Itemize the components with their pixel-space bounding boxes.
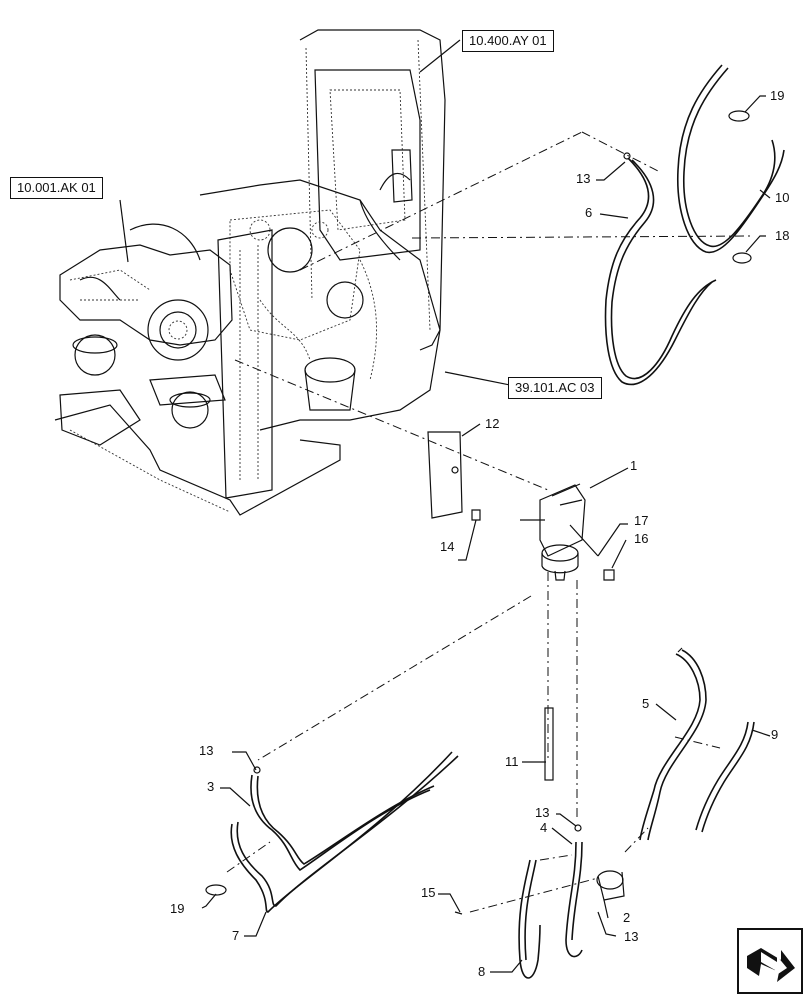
reference-box-frame[interactable]: 39.101.AC 03	[508, 377, 602, 399]
callout-12: 12	[485, 416, 500, 431]
fuel-filter	[427, 431, 615, 581]
engine-assembly	[54, 29, 446, 516]
callout-14: 14	[440, 539, 455, 554]
callout-8: 8	[478, 964, 486, 979]
callout-13-bottom: 13	[624, 929, 639, 944]
callout-10: 10	[775, 190, 790, 205]
callout-19-lower: 19	[170, 901, 185, 916]
hose-group-upper	[604, 64, 785, 386]
callout-18: 18	[775, 228, 790, 243]
callout-5: 5	[642, 696, 650, 711]
callout-7: 7	[232, 928, 240, 943]
callout-13-right: 13	[535, 805, 550, 820]
hose-group-lower-right	[454, 647, 755, 979]
callout-16: 16	[634, 531, 649, 546]
callout-15: 15	[421, 885, 436, 900]
callout-2: 2	[623, 910, 631, 925]
callout-17: 17	[634, 513, 649, 528]
hose-group-lower-left	[205, 751, 459, 913]
callout-3: 3	[207, 779, 215, 794]
callout-1: 1	[630, 458, 638, 473]
reference-box-engine-top[interactable]: 10.400.AY 01	[462, 30, 554, 52]
callout-9: 9	[771, 727, 779, 742]
callout-6: 6	[585, 205, 593, 220]
callout-4: 4	[540, 820, 548, 835]
callout-13-upper: 13	[576, 171, 591, 186]
callout-11: 11	[505, 754, 519, 769]
callout-leaders	[201, 95, 771, 973]
callout-19-upper: 19	[770, 88, 785, 103]
reference-leaders	[119, 39, 511, 386]
connection-lines	[226, 131, 751, 913]
callout-13-left: 13	[199, 743, 214, 758]
reference-box-engine-front[interactable]: 10.001.AK 01	[10, 177, 103, 199]
next-page-arrow-icon[interactable]	[737, 928, 803, 994]
